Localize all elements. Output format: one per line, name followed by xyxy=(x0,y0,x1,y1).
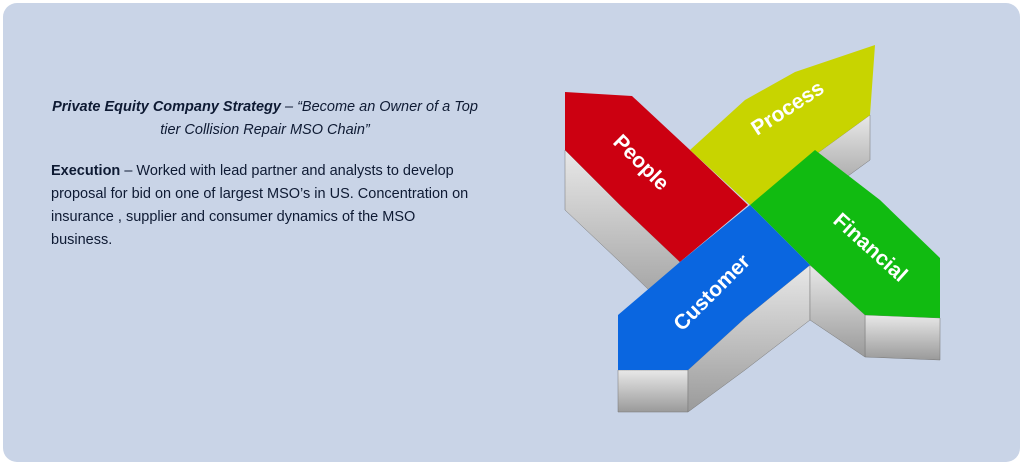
customer-arrow xyxy=(618,205,810,370)
strategy-text: – “Become an Owner of a Top tier Collisi… xyxy=(160,99,478,138)
arrow-side-faces xyxy=(564,114,941,413)
strategy-title: Private Equity Company Strategy xyxy=(52,99,281,115)
strategy-statement: Private Equity Company Strategy – “Becom… xyxy=(50,96,480,142)
people-arrow xyxy=(565,92,748,262)
execution-text: – Worked with lead partner and analysts … xyxy=(51,163,469,248)
financial-arrow xyxy=(750,150,940,318)
puzzle-piece-customer: Customer xyxy=(618,205,810,370)
puzzle-piece-people: People xyxy=(565,92,748,262)
execution-title: Execution xyxy=(51,163,121,179)
puzzle-piece-financial: Financial xyxy=(750,150,940,318)
execution-statement: Execution – Worked with lead partner and… xyxy=(51,160,471,252)
process-arrow xyxy=(690,45,875,205)
